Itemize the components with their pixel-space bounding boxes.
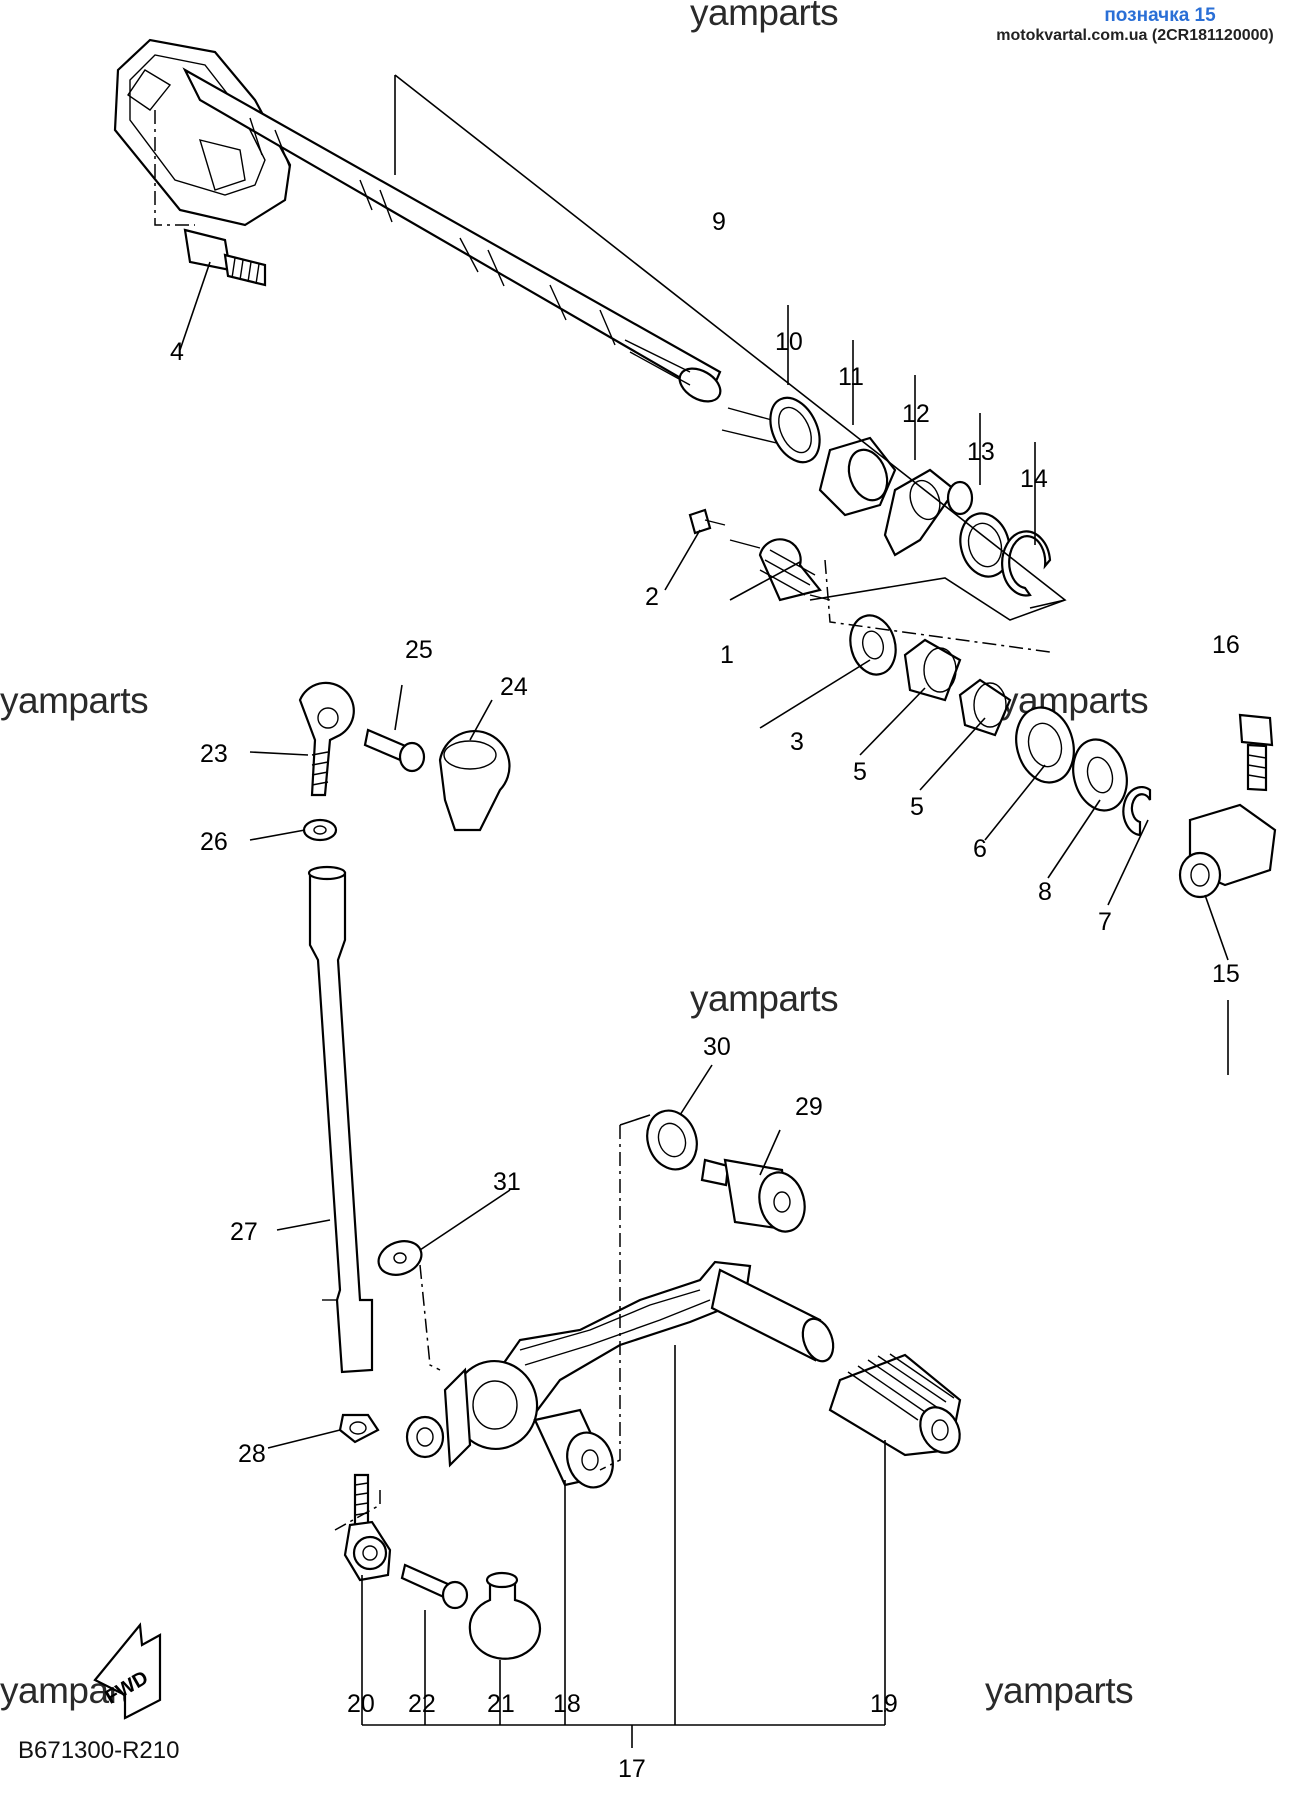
callout-31: 31 (493, 1168, 521, 1196)
watermark-bottom-right: yamparts (985, 1670, 1134, 1711)
bolt-16-clamp-15 (1178, 713, 1277, 899)
callout-5b: 5 (910, 793, 924, 821)
callout-1: 1 (720, 641, 734, 669)
callout-22: 22 (408, 1690, 436, 1718)
callout-19: 19 (870, 1690, 898, 1718)
callout-2: 2 (645, 583, 659, 611)
callout-27: 27 (230, 1218, 258, 1246)
lower-rod-end (338, 1413, 542, 1660)
callout-15: 15 (1212, 960, 1240, 988)
watermark-top: yamparts (690, 0, 839, 33)
callout-16: 16 (1212, 631, 1240, 659)
callout-numbers: 1 2 3 4 5 5 6 7 8 9 10 11 12 13 14 15 16… (170, 208, 1240, 1783)
callout-7: 7 (1098, 908, 1112, 936)
parts-10-14 (721, 396, 1052, 597)
alignment-lines (154, 110, 1051, 1531)
watermark-center: yamparts (690, 978, 839, 1019)
callout-8: 8 (1038, 878, 1052, 906)
fwd-arrow-icon: FWD (93, 1622, 162, 1720)
leader-lines (179, 261, 1229, 1449)
callout-23: 23 (200, 740, 228, 768)
callout-24: 24 (500, 673, 528, 701)
callout-20: 20 (347, 1690, 375, 1718)
shift-rod-27 (307, 865, 374, 1374)
parts-3-5-6-8-7 (849, 614, 1152, 837)
callout-13: 13 (967, 438, 995, 466)
callout-30: 30 (703, 1033, 731, 1061)
callout-9: 9 (712, 208, 726, 236)
site-reference: motokvartal.com.ua (2CR181120000) (996, 27, 1274, 44)
callout-26: 26 (200, 828, 228, 856)
callout-6: 6 (973, 835, 987, 863)
shift-pedal-assembly (405, 1260, 962, 1489)
callout-28: 28 (238, 1440, 266, 1468)
callout-18: 18 (553, 1690, 581, 1718)
callout-14: 14 (1020, 465, 1048, 493)
callout-10: 10 (775, 328, 803, 356)
spring-1-bolt-2 (688, 508, 831, 602)
washers-30-31-bolt-29 (377, 1109, 806, 1276)
bolt-4 (183, 228, 267, 287)
callout-25: 25 (405, 636, 433, 664)
upper-rod-end (298, 681, 511, 842)
diagram-code: B671300-R210 (18, 1737, 180, 1764)
watermark-left-mid: yamparts (0, 680, 149, 721)
bracket-lines (361, 74, 1067, 1748)
callout-11: 11 (838, 363, 864, 391)
callout-4: 4 (170, 338, 184, 366)
callout-5a: 5 (853, 758, 867, 786)
callout-29: 29 (795, 1093, 823, 1121)
callout-12: 12 (902, 400, 930, 428)
shift-shaft-assembly (113, 38, 722, 403)
diagram-tag: позначка 15 (1104, 5, 1216, 26)
callout-3: 3 (790, 728, 804, 756)
callout-17: 17 (618, 1755, 646, 1783)
callout-21: 21 (487, 1690, 515, 1718)
